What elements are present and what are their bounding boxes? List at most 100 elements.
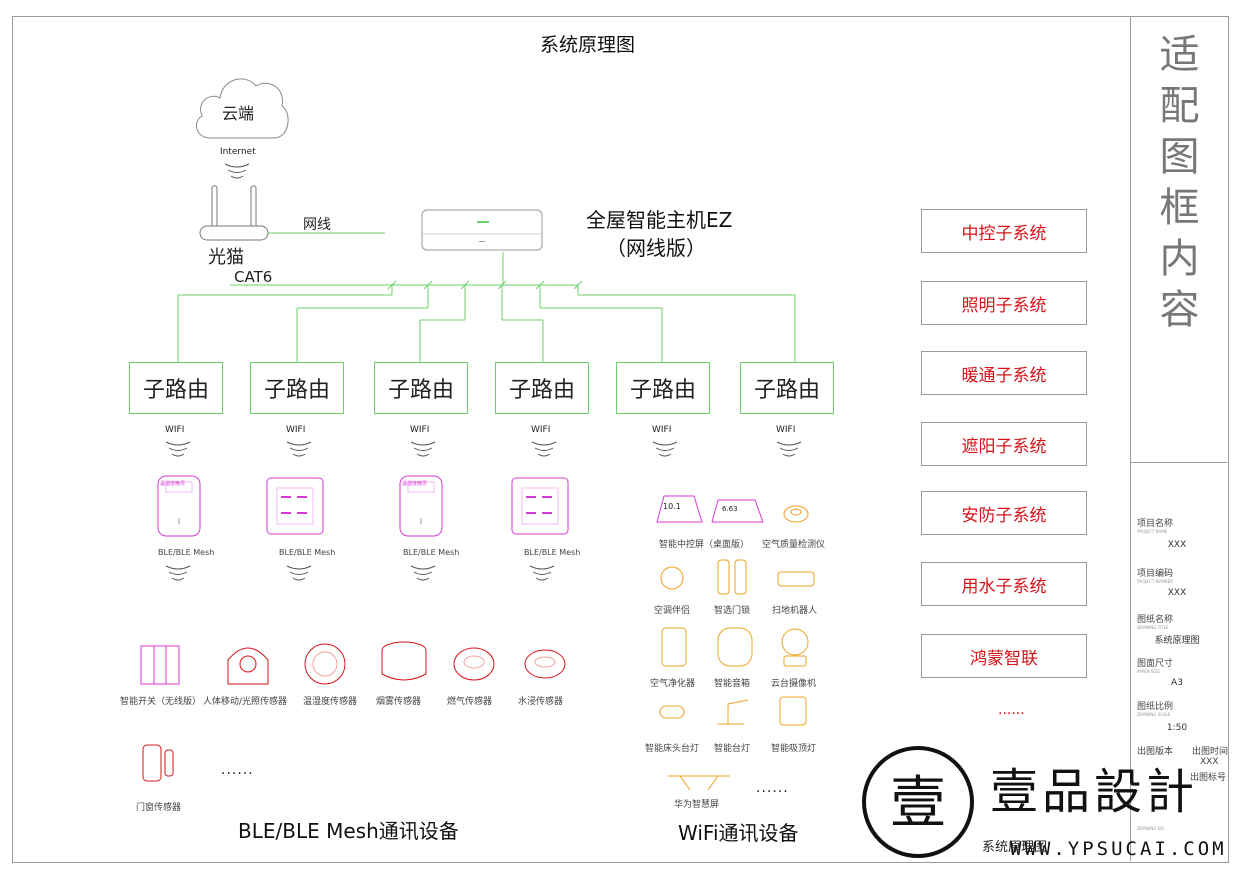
- cable-label: 网线: [303, 217, 331, 233]
- wifi-device-label-2: 空气质量检测仪: [762, 540, 826, 550]
- wifi-label-4: WIFI: [531, 425, 551, 435]
- door-lock-icon: [717, 559, 747, 595]
- wifi-device-label-4: 智选门锁: [714, 606, 751, 616]
- host-label-line1: 全屋智能主机EZ: [586, 208, 733, 232]
- cat6-label: CAT6: [234, 268, 273, 286]
- field-drawing-scale: 图纸比例 DRAWING SCALE: [1137, 702, 1174, 717]
- field-drawing-title-value: 系统原理图: [1154, 636, 1200, 646]
- wifi-label-2: WIFI: [286, 425, 306, 435]
- ble-device-label-4: 烟雾传感器: [376, 697, 422, 707]
- ble-group-label: BLE/BLE Mesh通讯设备: [238, 819, 459, 843]
- air-quality-icon: [783, 505, 809, 523]
- wifi-label-5: WIFI: [652, 425, 672, 435]
- subsystem-more-dots: ......: [998, 702, 1025, 718]
- wifi-device-label-5: 扫地机器人: [772, 606, 818, 616]
- smart-host-icon: [421, 209, 543, 251]
- sub-router-2: 子路由: [250, 362, 344, 414]
- title-block-column: [1130, 16, 1228, 861]
- field-date-label: 出图时间: [1192, 747, 1229, 757]
- svg-text:壹: 壹: [890, 771, 946, 836]
- sub-router-5: 子路由: [616, 362, 710, 414]
- wifi-device-label-7: 智能音箱: [714, 679, 751, 689]
- brand-watermark-text: 壹品設計: [990, 764, 1199, 820]
- title-block-divider: [1130, 462, 1227, 463]
- air-purifier-icon: [661, 627, 687, 667]
- control-screen-icon: [656, 495, 764, 523]
- smoke-sensor-icon: [381, 641, 427, 681]
- wifi-device-label-10: 智能台灯: [714, 744, 751, 754]
- host-label-line2: （网线版）: [606, 236, 706, 260]
- wifi-label-1: WIFI: [165, 425, 185, 435]
- desk-lamp-icon: [718, 699, 749, 725]
- ble-device-label-5: 燃气传感器: [447, 697, 493, 707]
- field-stamp-label: 出图标号: [1190, 773, 1227, 783]
- sidebar-title-char-1: 适: [1159, 32, 1200, 78]
- subsystem-water: 用水子系统: [921, 562, 1087, 606]
- field-drawing-scale-value: 1:50: [1166, 723, 1188, 733]
- field-project-name: 项目名称 PROJECT NAME: [1137, 519, 1174, 534]
- robot-vacuum-icon: [777, 571, 815, 587]
- subsystem-shading: 遮阳子系统: [921, 422, 1087, 466]
- plug-brand-text-2: 温湿度精灵: [402, 481, 428, 487]
- ble-device-label-6: 水浸传感器: [518, 697, 564, 707]
- water-sensor-icon: [524, 649, 566, 679]
- sub-router-1: 子路由: [129, 362, 223, 414]
- ble-device-label-2: 人体移动/光照传感器: [203, 697, 288, 707]
- modem-icon: [199, 185, 269, 241]
- sidebar-title-char-3: 图: [1159, 134, 1200, 180]
- smart-screen-icon: [668, 775, 730, 791]
- temp-humidity-sensor-icon: [304, 643, 346, 685]
- wifi-device-label-1: 智能中控屏（桌面版）: [659, 540, 750, 550]
- sub-router-3: 子路由: [374, 362, 468, 414]
- ble-device-label-7: 门窗传感器: [136, 803, 182, 813]
- brand-seal-icon: 壹: [862, 746, 974, 858]
- internet-label: Internet: [220, 147, 256, 157]
- wifi-device-label-6: 空气净化器: [650, 679, 696, 689]
- gas-sensor-icon: [453, 647, 495, 681]
- field-version-label: 出图版本: [1137, 747, 1174, 757]
- smart-speaker-icon: [717, 627, 753, 667]
- footer-drawing-name: 系统原理图: [982, 840, 1048, 855]
- motion-sensor-icon: [227, 647, 269, 685]
- field-project-number: 项目编码 PROJECT NUMBER: [1137, 569, 1174, 584]
- ble-label-3: BLE/BLE Mesh: [403, 548, 460, 557]
- field-drawing-title: 图纸名称 DRAWING TITLE: [1137, 615, 1174, 630]
- subsystem-lighting: 照明子系统: [921, 281, 1087, 325]
- wifi-label-6: WIFI: [776, 425, 796, 435]
- cloud-icon: [195, 78, 289, 139]
- ble-label-2: BLE/BLE Mesh: [279, 548, 336, 557]
- plug-brand-text: 温湿度精灵: [160, 481, 186, 487]
- subsystem-hvac: 暖通子系统: [921, 351, 1087, 395]
- ble-more-dots: ......: [221, 762, 254, 778]
- field-paper-size-value: A3: [1171, 678, 1183, 688]
- sub-router-6: 子路由: [740, 362, 834, 414]
- wifi-label-3: WIFI: [410, 425, 430, 435]
- subsystem-harmony: 鸿蒙智联: [921, 634, 1087, 678]
- sidebar-title-char-5: 内: [1159, 236, 1200, 282]
- ble-label-4: BLE/BLE Mesh: [524, 548, 581, 557]
- wifi-device-label-8: 云台摄像机: [771, 679, 817, 689]
- ble-device-label-1: 智能开关（无线版）: [120, 697, 202, 707]
- screen-value-1: 10.1: [663, 502, 681, 511]
- sidebar-title-char-4: 框: [1159, 185, 1200, 231]
- wifi-group-label: WiFi通讯设备: [678, 821, 799, 845]
- subsystem-central-control: 中控子系统: [921, 209, 1087, 253]
- ble-device-label-3: 温湿度传感器: [303, 697, 358, 707]
- subsystem-security: 安防子系统: [921, 491, 1087, 535]
- wifi-device-label-11: 智能吸顶灯: [771, 744, 817, 754]
- sidebar-vertical-title: 适 配 图 框 内 容: [1131, 30, 1228, 336]
- modem-label: 光猫: [208, 247, 244, 268]
- ble-gateway-plug-icon-2: [399, 475, 443, 537]
- wifi-device-label-12: 华为智慧屏: [674, 800, 720, 810]
- bedside-lamp-icon: [659, 705, 685, 719]
- ble-label-1: BLE/BLE Mesh: [158, 548, 215, 557]
- switch-icon: [140, 645, 180, 685]
- ble-gateway-plug-icon: [157, 475, 201, 537]
- ptz-camera-icon: [781, 628, 809, 667]
- field-paper-size: 图面尺寸 PAPER SIZE: [1137, 659, 1174, 674]
- brand-watermark-url: WWW.YPSUCAI.COM: [1010, 838, 1227, 860]
